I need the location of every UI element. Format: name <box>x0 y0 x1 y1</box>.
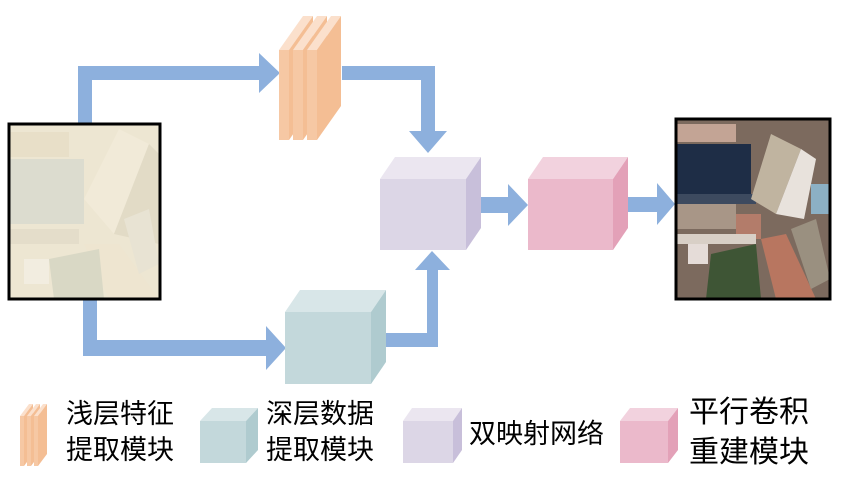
deep-feature-cube <box>285 290 386 384</box>
legend-label-shallow-line2: 提取模块 <box>66 435 174 466</box>
legend-icon-deep <box>200 408 258 463</box>
arrow-shallow-to-dual <box>342 66 447 153</box>
legend-icon-recon <box>620 408 678 463</box>
arrow-dual-to-recon <box>481 184 528 226</box>
legend-label-deep-line2: 提取模块 <box>266 435 374 466</box>
output-image <box>674 117 832 301</box>
arrow-recon-to-output <box>628 183 675 225</box>
legend-label-dual-line1: 双映射网络 <box>469 419 604 450</box>
legend-icon-shallow <box>20 404 47 466</box>
legend-icon-dual <box>403 408 462 463</box>
arrow-input-to-deep <box>83 299 286 370</box>
legend-label-shallow: 浅层特征 提取模块 <box>66 397 174 469</box>
legend-label-recon-line2: 重建模块 <box>689 435 809 470</box>
shallow-feature-block <box>279 16 341 140</box>
legend-label-deep-line1: 深层数据 <box>266 399 374 430</box>
legend-label-deep: 深层数据 提取模块 <box>266 397 374 469</box>
legend-label-recon-line1: 平行卷积 <box>689 395 809 430</box>
legend-label-recon: 平行卷积 重建模块 <box>689 393 809 473</box>
legend-label-dual: 双映射网络 <box>469 417 604 453</box>
reconstruction-cube <box>528 157 628 250</box>
input-image <box>7 122 162 301</box>
arrow-input-to-shallow <box>78 53 280 124</box>
slice <box>307 16 341 140</box>
arrow-deep-to-dual <box>386 251 450 347</box>
legend-label-shallow-line1: 浅层特征 <box>66 399 174 430</box>
dual-mapping-cube <box>380 157 481 250</box>
